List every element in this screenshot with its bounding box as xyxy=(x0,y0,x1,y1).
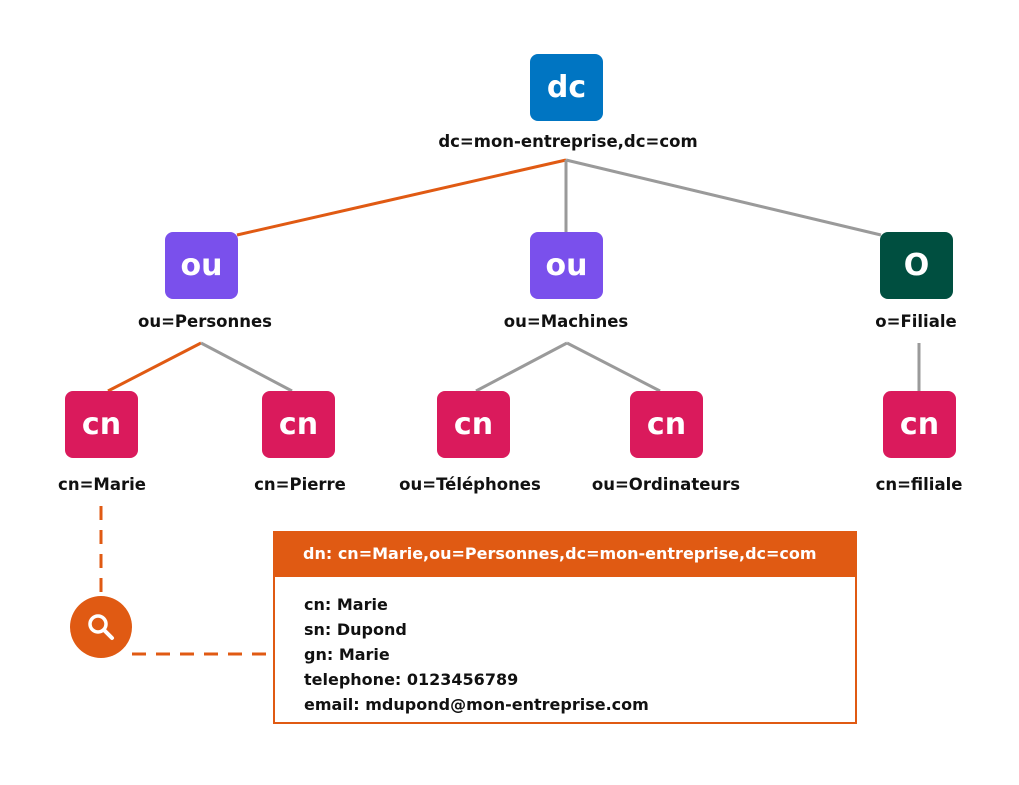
node-ou-personnes: ou xyxy=(165,232,238,299)
attribute-cn: cn: Marie xyxy=(304,595,388,614)
root-label: dc=mon-entreprise,dc=com xyxy=(438,132,698,151)
label-o-filiale: o=Filiale xyxy=(875,312,957,331)
attribute-sn: sn: Dupond xyxy=(304,620,407,639)
link-root-personnes xyxy=(236,158,567,237)
magnifier-icon xyxy=(88,614,114,640)
node-o-filiale: O xyxy=(880,232,953,299)
attribute-gn: gn: Marie xyxy=(304,645,390,664)
label-ou-machines: ou=Machines xyxy=(503,312,629,331)
label-ou-ordinateurs: ou=Ordinateurs xyxy=(591,475,741,494)
label-cn-filiale: cn=filiale xyxy=(875,475,963,494)
label-ou-personnes: ou=Personnes xyxy=(138,312,272,331)
node-cn-filiale: cn xyxy=(883,391,956,458)
label-ou-telephones: ou=Téléphones xyxy=(399,475,541,494)
link-machines-telephones xyxy=(475,341,568,393)
link-root-filiale xyxy=(565,158,882,237)
link-machines-ordinateurs xyxy=(566,341,661,393)
search-icon xyxy=(70,596,132,658)
node-cn-pierre: cn xyxy=(262,391,335,458)
node-ou-ordinateurs: cn xyxy=(630,391,703,458)
entry-attributes: cn: Marie sn: Dupond gn: Marie telephone… xyxy=(275,577,855,717)
link-personnes-marie xyxy=(107,341,202,393)
link-personnes-pierre xyxy=(200,341,293,393)
root-node-dc: dc xyxy=(530,54,603,121)
entry-dn: dn: cn=Marie,ou=Personnes,dc=mon-entrepr… xyxy=(275,533,855,577)
node-cn-marie: cn xyxy=(65,391,138,458)
attribute-email: email: mdupond@mon-entreprise.com xyxy=(304,695,649,714)
label-cn-pierre: cn=Pierre xyxy=(254,475,346,494)
label-cn-marie: cn=Marie xyxy=(58,475,146,494)
node-ou-telephones: cn xyxy=(437,391,510,458)
node-ou-machines: ou xyxy=(530,232,603,299)
attribute-telephone: telephone: 0123456789 xyxy=(304,670,519,689)
entry-detail-panel: dn: cn=Marie,ou=Personnes,dc=mon-entrepr… xyxy=(273,531,857,724)
